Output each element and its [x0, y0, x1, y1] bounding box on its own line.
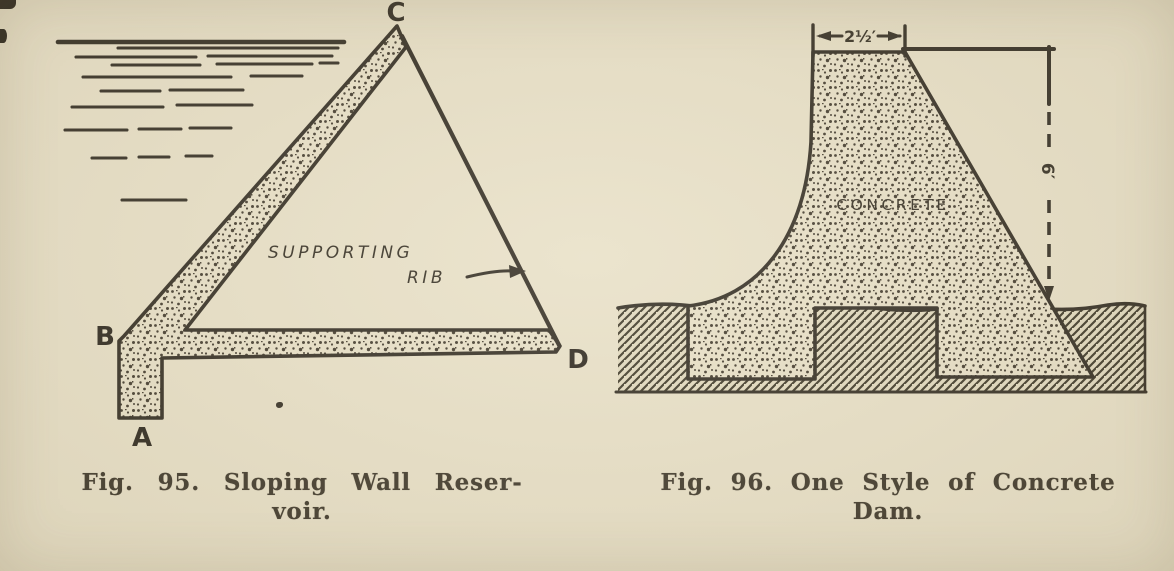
supporting-rib-text-line1: SUPPORTING [268, 243, 413, 263]
reservoir-wall-section [117, 24, 562, 420]
fig95-sloping-wall-reservoir: C B A D SUPPORTING RIB [55, 0, 589, 453]
label-point-d: D [567, 345, 589, 375]
rib-arrowhead [509, 265, 526, 278]
label-point-c: C [386, 0, 405, 28]
top-dim-right-arrowhead [888, 31, 902, 41]
scan-edge-blot [0, 29, 7, 43]
dam-body [686, 50, 1095, 381]
fig96-caption-line2: Dam. [852, 498, 924, 525]
water-shading-lines [63, 46, 340, 202]
fig96-caption-line1: Fig. 96. One Style of Concrete [660, 469, 1116, 496]
height-dim-arrowhead [1044, 286, 1054, 301]
label-point-b: B [95, 322, 115, 352]
fig96-concrete-dam: 2½′ 6′ CONCRETE [614, 23, 1148, 394]
concrete-material-label: CONCRETE [836, 196, 949, 214]
fig95-caption-line2: voir. [272, 498, 332, 525]
height-dimension-label: 6′ [1037, 163, 1057, 180]
supporting-rib-text-line2: RIB [407, 268, 446, 288]
height-label-backing [1035, 149, 1062, 194]
fig95-caption: Fig. 95. Sloping Wall Reser- voir. [38, 470, 566, 525]
top-dim-left-arrowhead [816, 31, 831, 41]
scan-corner-blot [0, 0, 16, 9]
supporting-rib-line [399, 33, 562, 348]
label-point-a: A [132, 423, 152, 453]
fig96-caption: Fig. 96. One Style of Concrete Dam. [612, 470, 1164, 525]
ink-speck [276, 402, 283, 408]
top-width-dimension-label: 2½′ [844, 27, 876, 46]
rib-annotation-arrow [465, 269, 514, 279]
fig95-caption-line1: Fig. 95. Sloping Wall Reser- [81, 469, 523, 496]
